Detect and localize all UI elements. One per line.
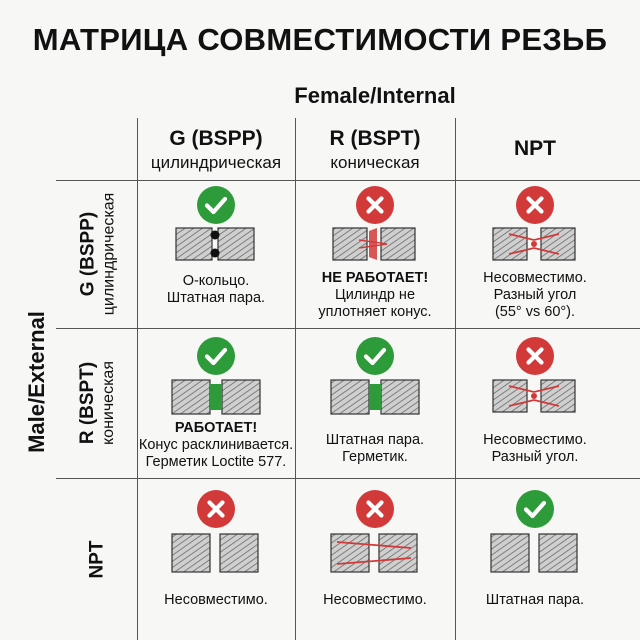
column-header-r-bspt: R (BSPT) коническая — [295, 118, 455, 180]
cell-note-line: Несовместимо. — [483, 270, 587, 286]
cell-note-line: Несовместимо. — [164, 592, 268, 608]
cell-note-line: Конус расклинивается. — [138, 437, 294, 453]
grid-line — [455, 118, 456, 640]
thread-diagram — [489, 378, 581, 427]
page-title: МАТРИЦА СОВМЕСТИМОСТИ РЕЗЬБ — [32, 22, 608, 57]
grid-line — [295, 118, 296, 640]
cell-note-line: Несовместимо. — [483, 432, 587, 448]
thread-diagram — [329, 532, 421, 581]
column-header-name: NPT — [514, 137, 556, 160]
incompatible-cross-badge — [197, 490, 235, 528]
cell-note-line: Герметик. — [342, 449, 408, 465]
check-icon — [204, 196, 228, 215]
cell-note-line: Штатная пара. — [325, 432, 425, 448]
thread-diagram — [170, 226, 262, 275]
grid-line — [137, 118, 138, 640]
column-header-name: G (BSPP) — [169, 126, 263, 150]
thread-diagram — [329, 226, 421, 275]
cell-note: Штатная пара. — [455, 592, 615, 609]
cell-note-line: Цилиндр не — [334, 287, 416, 303]
cell-note-line: (55° vs 60°). — [494, 304, 576, 320]
check-icon — [523, 500, 547, 519]
compatible-check-badge — [356, 337, 394, 375]
cross-icon — [526, 347, 544, 365]
row-header-name: R (BSPT) — [77, 361, 98, 445]
thread-diagram — [170, 378, 262, 427]
column-header-npt: NPT — [455, 118, 615, 180]
cell-note-line: Разный угол — [493, 287, 577, 303]
cell-note-strong: НЕ РАБОТАЕТ! — [321, 270, 429, 286]
row-header-name: G (BSPP) — [77, 211, 98, 297]
thread-diagram — [170, 532, 262, 581]
incompatible-cross-badge — [356, 186, 394, 224]
row-header-name: NPT — [86, 540, 108, 578]
check-icon — [363, 347, 387, 366]
cell-note-line: Штатная пара. — [166, 290, 266, 306]
row-header-npt: NPT — [56, 478, 138, 640]
male-axis-text: Male/External — [24, 311, 49, 453]
cell-note: О-кольцо.Штатная пара. — [137, 273, 295, 307]
cell-note: Штатная пара.Герметик. — [295, 432, 455, 466]
cell-note-line: Разный угол. — [491, 449, 579, 465]
cross-icon — [366, 196, 384, 214]
row-header-r-bspt: R (BSPT)коническая — [56, 328, 138, 478]
thread-diagram — [489, 226, 581, 275]
cell-note: Несовместимо.Разный угол. — [455, 432, 615, 466]
incompatible-cross-badge — [516, 186, 554, 224]
cell-note: РАБОТАЕТ!Конус расклинивается.Герметик L… — [137, 420, 295, 471]
column-header-name: R (BSPT) — [329, 126, 421, 150]
cell-note: Несовместимо. — [295, 592, 455, 609]
cell-note-line: Герметик Loctite 577. — [145, 454, 287, 470]
cell-note-strong: РАБОТАЕТ! — [174, 420, 258, 436]
thread-diagram — [329, 378, 421, 427]
grid-line — [56, 478, 640, 479]
cell-note: Несовместимо.Разный угол(55° vs 60°). — [455, 270, 615, 321]
column-header-type: коническая — [330, 152, 420, 172]
incompatible-cross-badge — [356, 490, 394, 528]
compatible-check-badge — [197, 337, 235, 375]
check-icon — [204, 347, 228, 366]
grid-line — [56, 328, 640, 329]
column-header-type: цилиндрическая — [150, 152, 282, 172]
cross-icon — [366, 500, 384, 518]
cell-note-line: уплотняет конус. — [318, 304, 432, 320]
female-axis-label: Female/Internal — [294, 83, 456, 108]
cell-note-line: Штатная пара. — [485, 592, 585, 608]
cross-icon — [526, 196, 544, 214]
column-header-g-bspp: G (BSPP) цилиндрическая — [137, 118, 295, 180]
cell-note: Несовместимо. — [137, 592, 295, 609]
compatible-check-badge — [197, 186, 235, 224]
row-header-g-bspp: G (BSPP)цилиндрическая — [56, 180, 138, 328]
incompatible-cross-badge — [516, 337, 554, 375]
row-header-type: коническая — [100, 361, 117, 445]
thread-diagram — [489, 532, 581, 581]
compatible-check-badge — [516, 490, 554, 528]
row-header-type: цилиндрическая — [100, 192, 117, 316]
cell-note-line: Несовместимо. — [323, 592, 427, 608]
cell-note-line: О-кольцо. — [182, 273, 250, 289]
grid-line — [56, 180, 640, 181]
cross-icon — [207, 500, 225, 518]
